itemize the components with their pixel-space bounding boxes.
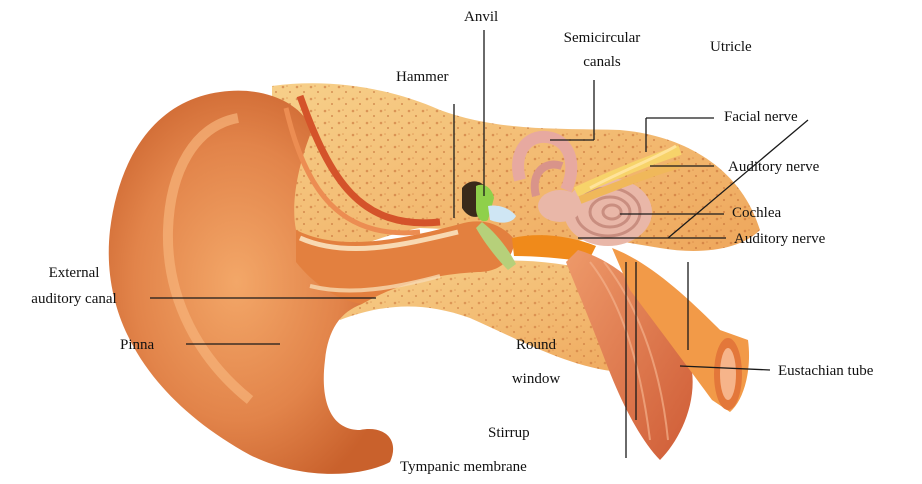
label-utricle: Utricle xyxy=(710,38,752,56)
label-cochlea: Cochlea xyxy=(732,204,781,222)
label-auditory-nerve-lower: Auditory nerve xyxy=(734,230,825,248)
label-hammer: Hammer xyxy=(396,68,448,86)
label-round-window: Round window xyxy=(496,328,576,396)
label-stirrup: Stirrup xyxy=(488,424,530,442)
label-tympanic-membrane: Tympanic membrane xyxy=(400,458,527,476)
label-anvil: Anvil xyxy=(464,8,498,26)
label-pinna: Pinna xyxy=(120,336,154,354)
label-semicircular-canals: Semicircular canals xyxy=(548,26,656,74)
label-external-auditory-canal: External auditory canal xyxy=(16,260,132,312)
label-facial-nerve: Facial nerve xyxy=(724,108,798,126)
label-auditory-nerve-upper: Auditory nerve xyxy=(728,158,819,176)
label-eustachian-tube: Eustachian tube xyxy=(778,362,873,380)
